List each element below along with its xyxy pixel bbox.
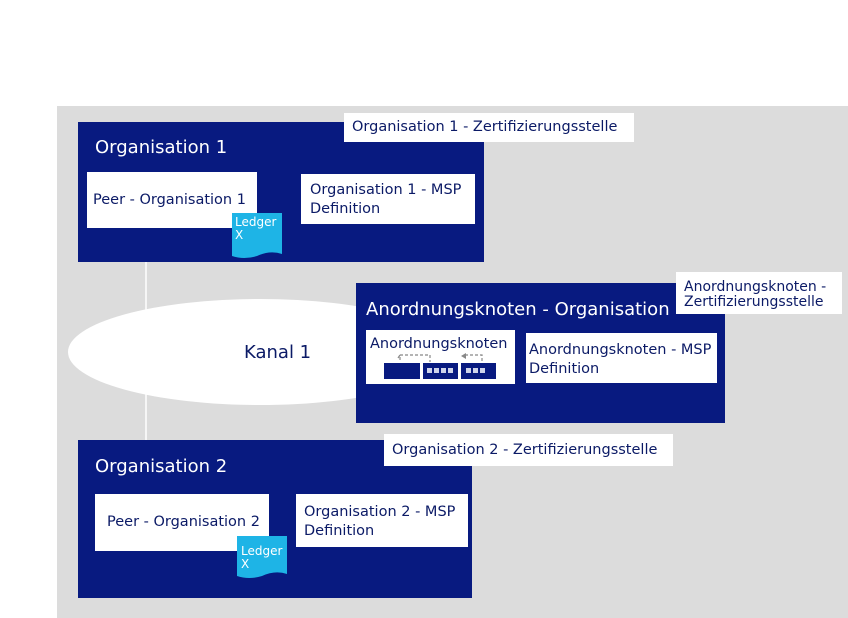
ledger-2-label: Ledger X: [241, 544, 283, 571]
channel-label: Kanal 1: [244, 342, 312, 363]
peer-organisation-1: Peer - Organisation 1: [87, 172, 257, 228]
peer-organisation-1-label: Peer - Organisation 1: [93, 191, 246, 208]
peer-organisation-2-label: Peer - Organisation 2: [107, 514, 260, 530]
organisation-1-msp: Organisation 1 - MSP Definition: [301, 174, 475, 224]
ledger-1-label: Ledger X: [235, 215, 277, 242]
organisation-2-ca: Organisation 2 - Zertifizierungsstelle: [384, 434, 673, 466]
orderer-ca: Anordnungsknoten - Zertifizierungsstelle: [676, 272, 842, 314]
orderer-msp: Anordnungsknoten - MSP Definition: [526, 333, 717, 383]
orderer-organisation-title: Anordnungsknoten - Organisation: [366, 299, 670, 320]
organisation-1-title: Organisation 1: [95, 137, 228, 158]
organisation-2-title: Organisation 2: [95, 456, 228, 477]
orderer-node-label: Anordnungsknoten: [370, 336, 508, 352]
organisation-1-ca: Organisation 1 - Zertifizierungsstelle: [344, 113, 634, 142]
organisation-2-msp: Organisation 2 - MSP Definition: [296, 494, 468, 547]
